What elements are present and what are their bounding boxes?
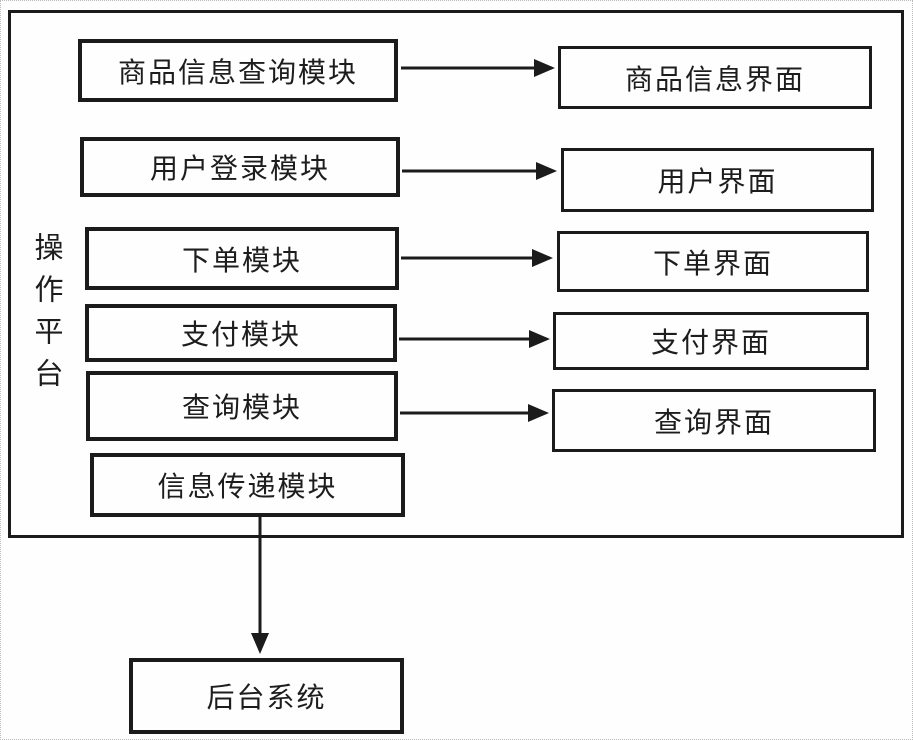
backend-label: 后台系统 (206, 683, 327, 714)
operation-platform-frame (8, 10, 904, 538)
module-box-user-login: 用户登录模块 (80, 137, 400, 197)
interface-label: 查询界面 (653, 407, 774, 439)
module-box-product-info-query: 商品信息查询模块 (78, 39, 398, 102)
interface-box-order: 下单界面 (557, 231, 869, 292)
module-box-order: 下单模块 (85, 227, 399, 290)
module-label: 支付模块 (180, 320, 301, 351)
interface-box-query: 查询界面 (552, 389, 876, 452)
interface-box-product-info: 商品信息界面 (558, 46, 872, 109)
module-label: 下单模块 (181, 245, 302, 277)
operation-platform-label: 操作平台 (30, 232, 62, 400)
backend-system-box: 后台系统 (129, 658, 404, 734)
interface-box-payment: 支付界面 (553, 312, 869, 370)
module-box-payment: 支付模块 (85, 304, 397, 362)
interface-label: 下单界面 (652, 248, 773, 280)
interface-label: 商品信息界面 (624, 64, 805, 96)
module-label: 查询模块 (181, 393, 302, 424)
module-box-info-transfer: 信息传递模块 (90, 453, 405, 517)
module-label: 商品信息查询模块 (117, 57, 358, 89)
interface-label: 用户界面 (657, 167, 778, 198)
interface-label: 支付界面 (650, 328, 771, 359)
interface-box-user: 用户界面 (561, 148, 874, 212)
module-label: 信息传递模块 (157, 472, 338, 503)
module-box-query: 查询模块 (86, 371, 398, 441)
module-label: 用户登录模块 (149, 154, 330, 185)
